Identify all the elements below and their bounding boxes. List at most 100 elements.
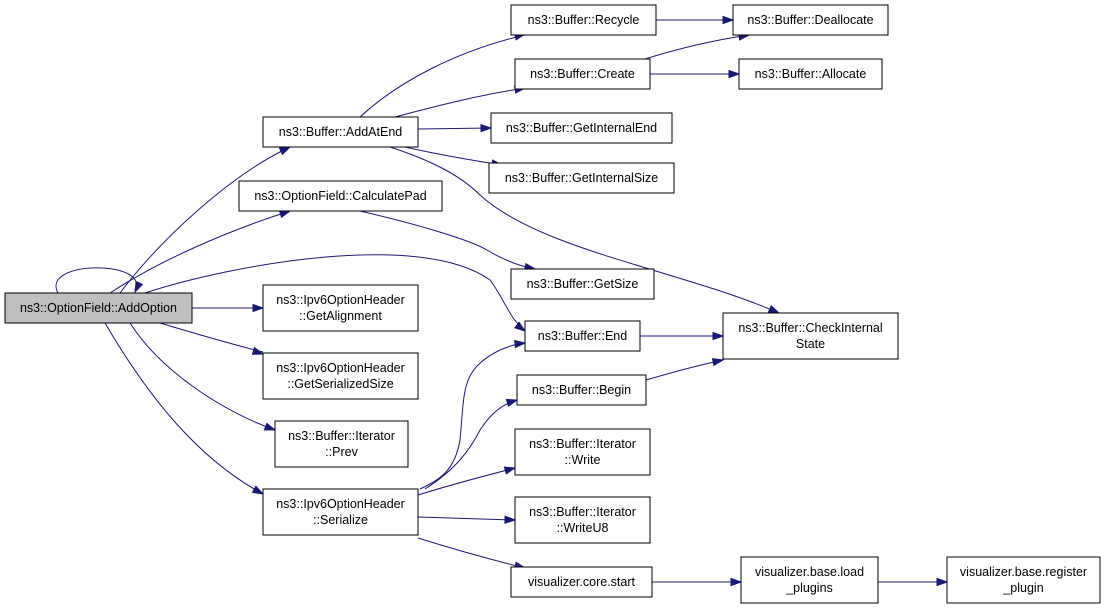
node-core-start[interactable]: visualizer.core.start bbox=[510, 566, 653, 598]
node-label: ::GetAlignment bbox=[299, 309, 382, 323]
node-box bbox=[740, 556, 879, 604]
nodes-layer: ns3::OptionField::AddOptionns3::Buffer::… bbox=[4, 4, 1101, 604]
node-get-size[interactable]: ns3::Buffer::GetSize bbox=[510, 268, 655, 300]
node-box bbox=[274, 420, 409, 468]
node-iterator-write[interactable]: ns3::Buffer::Iterator::Write bbox=[514, 428, 651, 476]
node-box bbox=[510, 268, 655, 300]
arrowhead-icon bbox=[722, 15, 735, 25]
node-get-serialized-size[interactable]: ns3::Ipv6OptionHeader::GetSerializedSize bbox=[262, 352, 419, 400]
node-label: ns3::Buffer::Create bbox=[530, 67, 635, 81]
node-serialize[interactable]: ns3::Ipv6OptionHeader::Serialize bbox=[262, 488, 419, 536]
arrowhead-icon bbox=[767, 304, 781, 314]
node-label: visualizer.core.start bbox=[528, 575, 636, 589]
node-iterator-write-u8[interactable]: ns3::Buffer::Iterator::WriteU8 bbox=[514, 496, 651, 544]
node-label: ns3::Buffer::Iterator bbox=[288, 429, 395, 443]
arrowhead-icon bbox=[936, 577, 949, 587]
node-label: ns3::Buffer::End bbox=[538, 329, 627, 343]
node-label: ::Write bbox=[565, 453, 601, 467]
node-label: visualizer.base.load bbox=[755, 565, 864, 579]
node-load-plugins[interactable]: visualizer.base.load_plugins bbox=[740, 556, 879, 604]
arrowhead-icon bbox=[712, 331, 725, 341]
node-box bbox=[4, 292, 193, 324]
edge-add-option-to-serialize bbox=[104, 322, 265, 495]
node-register-plugin[interactable]: visualizer.base.register _plugin bbox=[946, 556, 1101, 604]
node-label: ns3::Buffer::GetInternalEnd bbox=[506, 121, 657, 135]
edge-core-start-to-load-plugins bbox=[652, 577, 743, 587]
node-box bbox=[722, 312, 899, 360]
arrowhead-icon bbox=[503, 466, 517, 475]
node-box bbox=[510, 566, 653, 598]
edge-recycle-to-deallocate bbox=[656, 15, 735, 25]
node-box bbox=[514, 58, 651, 90]
node-iterator-prev[interactable]: ns3::Buffer::Iterator::Prev bbox=[274, 420, 409, 468]
node-label: ::Serialize bbox=[313, 513, 368, 527]
node-label: ns3::Buffer::Allocate bbox=[755, 67, 867, 81]
node-get-internal-size[interactable]: ns3::Buffer::GetInternalSize bbox=[488, 162, 675, 194]
node-label: ns3::Ipv6OptionHeader bbox=[276, 497, 405, 511]
node-box bbox=[514, 496, 651, 544]
edge-serialize-to-end bbox=[419, 339, 527, 490]
node-create[interactable]: ns3::Buffer::Create bbox=[514, 58, 651, 90]
node-label: ns3::Ipv6OptionHeader bbox=[276, 361, 405, 375]
arrowhead-icon bbox=[263, 422, 277, 431]
node-label: ns3::Buffer::GetSize bbox=[527, 277, 639, 291]
edge-add-at-end-to-create bbox=[394, 85, 527, 118]
node-label: ns3::Buffer::Iterator bbox=[529, 505, 636, 519]
node-get-internal-end[interactable]: ns3::Buffer::GetInternalEnd bbox=[490, 112, 673, 144]
edge-add-option-to-add-option bbox=[55, 267, 144, 294]
node-label: State bbox=[796, 337, 825, 351]
node-box bbox=[262, 352, 419, 400]
edge-add-option-to-iterator-prev bbox=[129, 322, 277, 431]
node-box bbox=[738, 58, 883, 90]
arrowhead-icon bbox=[251, 485, 265, 495]
edge-add-at-end-to-get-internal-end bbox=[417, 123, 493, 133]
edge-add-option-to-get-alignment bbox=[187, 303, 265, 313]
edge-create-to-allocate bbox=[650, 69, 741, 79]
node-add-option[interactable]: ns3::OptionField::AddOption bbox=[4, 292, 193, 324]
arrowhead-icon bbox=[278, 146, 292, 156]
node-get-alignment[interactable]: ns3::Ipv6OptionHeader::GetAlignment bbox=[262, 284, 419, 332]
edge-add-option-to-calculate-pad bbox=[109, 210, 292, 294]
node-label: ns3::Buffer::CheckInternal bbox=[738, 321, 882, 335]
arrowhead-icon bbox=[514, 321, 527, 332]
node-label: _plugin bbox=[1002, 581, 1043, 595]
node-allocate[interactable]: ns3::Buffer::Allocate bbox=[738, 58, 883, 90]
arrowhead-icon bbox=[480, 123, 493, 133]
node-recycle[interactable]: ns3::Buffer::Recycle bbox=[510, 4, 657, 36]
arrowhead-icon bbox=[252, 303, 265, 313]
node-label: visualizer.base.register bbox=[960, 565, 1087, 579]
node-box bbox=[262, 284, 419, 332]
node-box bbox=[514, 428, 651, 476]
edge-begin-to-check-internal-state bbox=[645, 358, 725, 381]
node-box bbox=[490, 112, 673, 144]
node-begin[interactable]: ns3::Buffer::Begin bbox=[516, 374, 647, 406]
node-end[interactable]: ns3::Buffer::End bbox=[524, 320, 641, 352]
node-label: ns3::Buffer::GetInternalSize bbox=[505, 171, 658, 185]
node-label: ns3::OptionField::AddOption bbox=[20, 301, 177, 315]
node-label: ns3::Buffer::AddAtEnd bbox=[279, 125, 403, 139]
node-label: ::Prev bbox=[325, 445, 358, 459]
node-label: ::GetSerializedSize bbox=[287, 377, 393, 391]
node-box bbox=[238, 180, 443, 212]
node-label: ns3::Ipv6OptionHeader bbox=[276, 293, 405, 307]
node-box bbox=[510, 4, 657, 36]
edge-add-option-to-end bbox=[144, 254, 527, 332]
node-label: ::WriteU8 bbox=[557, 521, 609, 535]
node-box bbox=[516, 374, 647, 406]
node-label: ns3::Buffer::Iterator bbox=[529, 437, 636, 451]
arrowhead-icon bbox=[505, 398, 519, 407]
edge-add-at-end-to-get-internal-size bbox=[404, 146, 504, 168]
edge-add-option-to-get-serialized-size bbox=[159, 322, 265, 355]
edge-serialize-to-iterator-write bbox=[417, 466, 517, 496]
edge-serialize-to-core-start bbox=[417, 537, 527, 570]
arrowhead-icon bbox=[278, 210, 292, 219]
arrowhead-icon bbox=[711, 358, 725, 367]
node-calculate-pad[interactable]: ns3::OptionField::CalculatePad bbox=[238, 180, 443, 212]
node-add-at-end[interactable]: ns3::Buffer::AddAtEnd bbox=[262, 116, 419, 148]
node-deallocate[interactable]: ns3::Buffer::Deallocate bbox=[732, 4, 889, 36]
edge-serialize-to-begin bbox=[424, 398, 519, 490]
node-box bbox=[732, 4, 889, 36]
